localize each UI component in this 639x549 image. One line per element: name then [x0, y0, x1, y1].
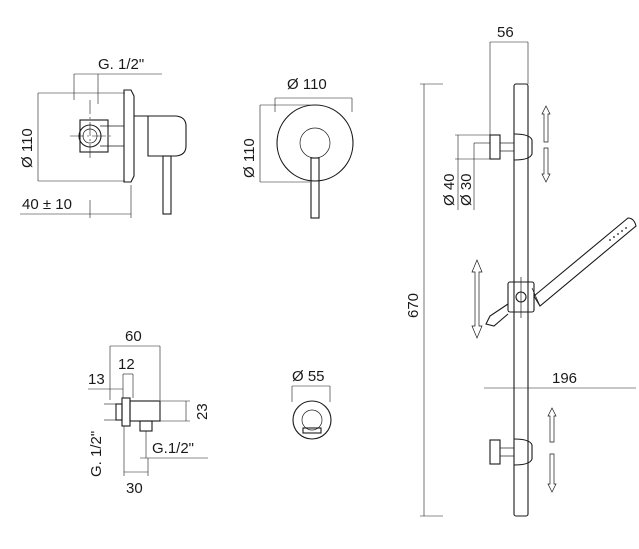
outlet-nozzle-label: 12 — [118, 356, 135, 373]
outlet-thread-out-label: G.1/2" — [152, 440, 194, 457]
outlet-elbow-view: 60 12 13 23 G. 1/2" G.1/2" 30 — [88, 328, 211, 497]
outlet-height-label: 23 — [194, 403, 211, 420]
shower-rail-view: 56 670 Ø 40 Ø 30 — [405, 24, 637, 517]
mixer-front-width-label: Ø 110 — [287, 76, 327, 93]
outlet-cover-label: Ø 55 — [292, 368, 325, 385]
bracket-outer-label: Ø 40 — [441, 173, 458, 206]
outlet-thread-side-label: G. 1/2" — [88, 431, 105, 477]
slide-up-arrow-icon — [541, 105, 551, 143]
mixer-side-view: G. 1/2" Ø 110 40 ± 10 — [19, 56, 187, 218]
rail-length-label: 670 — [405, 293, 422, 318]
outlet-cover-view: Ø 55 — [291, 368, 332, 440]
outlet-width-label: 60 — [125, 328, 142, 345]
mixer-depth-label: 40 ± 10 — [22, 196, 72, 213]
slide-down-arrow-icon — [547, 453, 557, 493]
slide-double-arrow-icon — [471, 259, 483, 339]
mixer-thread-label: G. 1/2" — [98, 56, 144, 73]
slide-down-arrow-icon — [541, 147, 551, 183]
bracket-inner-label: Ø 30 — [458, 173, 475, 206]
mixer-side-height-label: Ø 110 — [19, 128, 36, 168]
mixer-front-view: Ø 110 Ø 110 — [241, 76, 354, 219]
shower-nozzles — [609, 227, 627, 241]
mixer-front-height-label: Ø 110 — [241, 138, 258, 178]
outlet-depth-label: 30 — [126, 480, 143, 497]
outlet-flange-label: 13 — [88, 371, 105, 388]
rail-offset-label: 56 — [497, 24, 514, 41]
hand-shower-reach-label: 196 — [552, 370, 577, 387]
slide-up-arrow-icon — [547, 407, 557, 443]
